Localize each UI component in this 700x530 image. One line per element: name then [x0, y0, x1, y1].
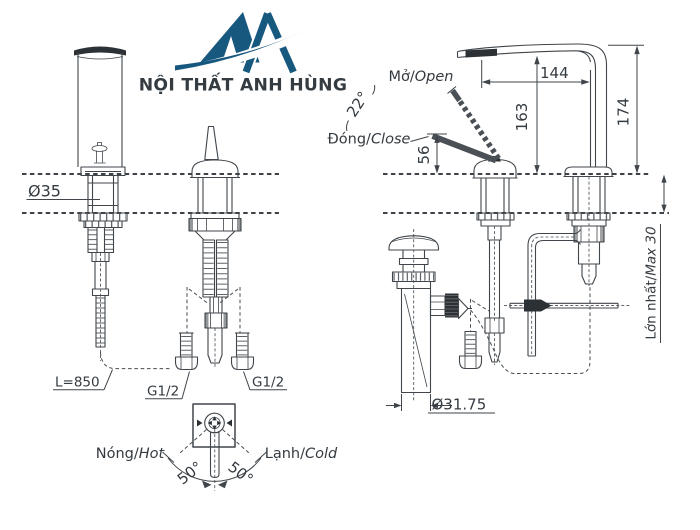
label-swing-left: 50° [174, 458, 206, 489]
label-spout-diameter: Ø35 [28, 182, 61, 201]
aerator-tip [465, 48, 497, 58]
left-view-spout: Ø35 L=850 [26, 46, 172, 391]
label-thread-left: G1/2 [147, 384, 179, 400]
label-hot: Nóng/Hot [96, 446, 166, 462]
dim-max-counter-thickness: Lớn nhất/Max 30 [644, 226, 660, 339]
dim-handle-height: 56 [415, 145, 433, 164]
label-open: Mở/Open [388, 69, 453, 85]
label-hose-length: L=850 [55, 375, 100, 391]
label-thread-right: G1/2 [252, 375, 284, 391]
brand-logo: NỘI THẤT ANH HÙNG [139, 12, 347, 96]
dim-spout-reach: 144 [540, 64, 569, 82]
rod-clamp [524, 299, 541, 312]
dim-spout-height: 163 [513, 103, 531, 132]
brand-logo-icon [175, 12, 311, 77]
right-view-assembly: 56 144 163 174 Lớn nhất/Max 30 Mở/Open 2… [328, 43, 667, 414]
supply-inlet-left [174, 332, 199, 371]
rotation-top-view: Nóng/Hot Lạnh/Cold 50° 50° [96, 403, 338, 491]
pop-up-drain [388, 229, 472, 402]
label-open-angle: 22° [343, 88, 373, 120]
lever-closed [431, 133, 498, 164]
supply-inlet-right [230, 332, 255, 371]
mid-view-handle: G1/2 G1/2 [145, 125, 287, 400]
brand-name: NỘI THẤT ANH HÙNG [139, 72, 347, 96]
label-cold: Lạnh/Cold [265, 446, 338, 462]
label-close: Đóng/Close [328, 132, 411, 148]
label-swing-right: 50° [225, 458, 257, 489]
dim-total-height: 174 [615, 98, 633, 127]
aerator-knob [91, 142, 108, 164]
countertop-lines [22, 173, 669, 214]
lever-open [456, 98, 501, 161]
supply-inlet-side [458, 330, 483, 370]
dim-drain-diameter: Ø31.75 [432, 396, 487, 414]
